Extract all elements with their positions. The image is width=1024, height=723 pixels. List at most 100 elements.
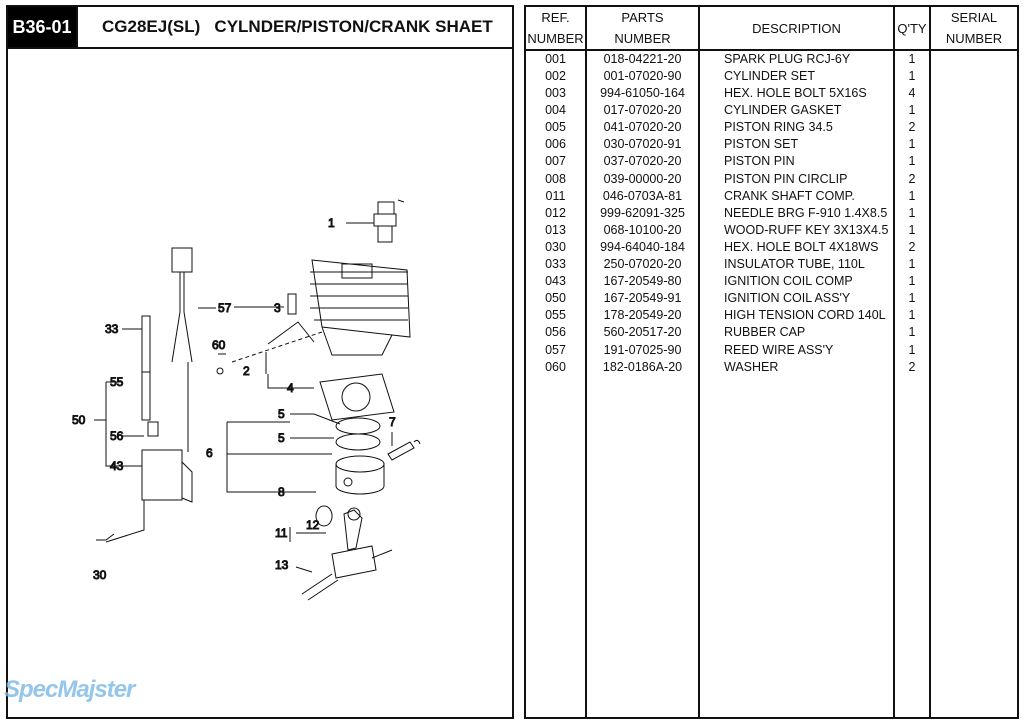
- description-cell: RUBBER CAP: [698, 324, 894, 342]
- serial-cell: [929, 221, 1017, 239]
- serial-cell: [929, 68, 1017, 86]
- callout-11: 11: [275, 526, 288, 540]
- ref-cell: 004: [545, 103, 566, 118]
- exploded-parts-diagram: 1 57 3 33 60 2 4 55 50 56 5 5 7 6 43 8 1…: [72, 199, 421, 601]
- callout-3: 3: [274, 301, 281, 315]
- ref-cell: 002: [545, 69, 566, 83]
- serial-cell: [929, 256, 1017, 274]
- callout-5b: 5: [278, 431, 285, 445]
- callout-2: 2: [243, 364, 250, 378]
- callout-57: 57: [218, 301, 232, 315]
- ref-cell: 005: [545, 120, 566, 135]
- header-ref: REF.NUMBER: [526, 7, 586, 51]
- ref-cell: 012: [545, 205, 566, 220]
- description-cell: PISTON PIN: [698, 153, 894, 171]
- description-cell: INSULATOR TUBE, 110L: [698, 256, 894, 274]
- qty-cell: 1: [893, 187, 930, 205]
- part-number-cell: 182-0186A-20: [585, 358, 699, 376]
- watermark-logo: SpecMajster: [4, 676, 135, 703]
- callout-30: 30: [93, 568, 107, 582]
- ref-cell: 007: [545, 154, 566, 169]
- ignition-coil-drawing: [141, 247, 193, 503]
- header-description: DESCRIPTION: [698, 7, 894, 51]
- callout-33: 33: [105, 322, 119, 336]
- section-code: B36-01: [8, 7, 78, 47]
- header-qty: Q'TY: [893, 7, 930, 51]
- qty-cell: 2: [893, 170, 930, 188]
- spark-plug-drawing: [373, 199, 405, 243]
- serial-cell: [929, 358, 1017, 376]
- serial-cell: [929, 136, 1017, 154]
- serial-cell: [929, 153, 1017, 171]
- empty-cell: [893, 375, 930, 717]
- qty-cell: 1: [893, 221, 930, 239]
- callout-56: 56: [110, 429, 124, 443]
- diagram-panel: B36-01 CG28EJ(SL) CYLNDER/PISTON/CRANK S…: [6, 5, 514, 719]
- part-number-cell: 001-07020-90: [585, 68, 699, 86]
- callout-13: 13: [275, 558, 289, 572]
- description-cell: PISTON RING 34.5: [698, 119, 894, 137]
- ref-cell: 008: [545, 171, 566, 186]
- description-cell: NEEDLE BRG F-910 1.4X8.5: [698, 204, 894, 222]
- callout-labels: 1 57 3 33 60 2 4 55 50 56 5 5 7 6 43 8 1…: [72, 216, 397, 583]
- description-cell: REED WIRE ASS'Y: [698, 341, 894, 359]
- description-cell: IGNITION COIL ASS'Y: [698, 290, 894, 308]
- ref-cell: 030: [545, 239, 566, 254]
- serial-cell: [929, 290, 1017, 308]
- callout-55: 55: [110, 375, 124, 389]
- part-number-cell: 030-07020-91: [585, 136, 699, 154]
- part-number-cell: 018-04221-20: [585, 50, 699, 68]
- page-header: B36-01 CG28EJ(SL) CYLNDER/PISTON/CRANK S…: [8, 7, 512, 49]
- qty-cell: 1: [893, 102, 930, 120]
- callout-12: 12: [306, 518, 320, 532]
- qty-cell: 1: [893, 136, 930, 154]
- table-filler-row: [526, 375, 1017, 717]
- qty-cell: 1: [893, 256, 930, 274]
- ref-cell: 055: [545, 308, 566, 323]
- part-number-cell: 560-20517-20: [585, 324, 699, 342]
- cylinder-drawing: [310, 259, 411, 356]
- serial-cell: [929, 50, 1017, 68]
- serial-cell: [929, 238, 1017, 257]
- ref-cell: 056: [545, 325, 566, 340]
- description-cell: SPARK PLUG RCJ-6Y: [698, 50, 894, 68]
- empty-cell: [929, 375, 1017, 717]
- description-cell: PISTON SET: [698, 136, 894, 154]
- ref-cell: 057: [545, 342, 566, 357]
- serial-cell: [929, 324, 1017, 342]
- description-cell: WOOD-RUFF KEY 3X13X4.5: [698, 221, 894, 239]
- part-number-cell: 178-20549-20: [585, 307, 699, 325]
- serial-cell: [929, 102, 1017, 120]
- description-cell: WASHER: [698, 358, 894, 376]
- part-number-cell: 039-00000-20: [585, 170, 699, 188]
- callout-50: 50: [72, 413, 86, 427]
- empty-cell: [698, 375, 894, 717]
- ref-cell: 011: [545, 188, 566, 203]
- qty-cell: 2: [893, 358, 930, 376]
- description-cell: CRANK SHAFT COMP.: [698, 187, 894, 205]
- empty-cell: [526, 376, 586, 717]
- callout-7: 7: [389, 415, 396, 429]
- part-number-cell: 167-20549-91: [585, 290, 699, 308]
- part-number-cell: 017-07020-20: [585, 102, 699, 120]
- callout-43: 43: [110, 459, 124, 473]
- crankshaft-drawing: [301, 505, 393, 601]
- qty-cell: 2: [893, 119, 930, 137]
- part-number-cell: 250-07020-20: [585, 256, 699, 274]
- ref-cell: 060: [545, 359, 566, 374]
- part-number-cell: 999-62091-325: [585, 204, 699, 222]
